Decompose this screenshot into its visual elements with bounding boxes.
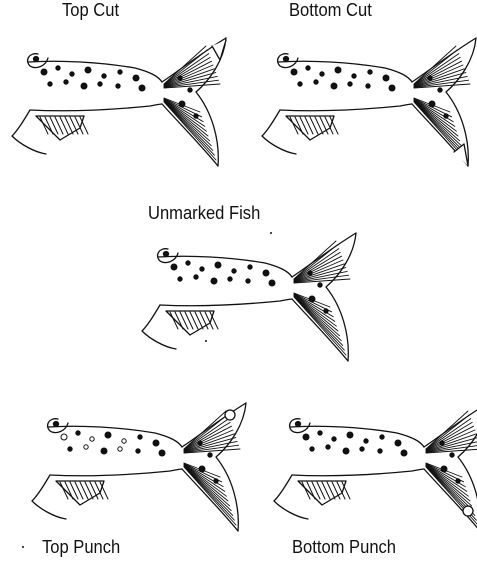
fish-body-belly <box>30 104 162 111</box>
fish-body-top <box>28 61 162 82</box>
fish-eye <box>164 252 169 257</box>
fish-body-top <box>158 256 292 277</box>
top-punch-hole <box>225 410 235 420</box>
fish-tail-lower-edge <box>292 299 348 361</box>
bottom-punch-hole <box>463 506 473 516</box>
fish-body-belly <box>292 469 424 476</box>
fish-bottom-cut <box>250 20 477 185</box>
fish-tail-lower-edge <box>182 469 238 531</box>
label-bottom-cut: Bottom Cut <box>289 0 372 20</box>
fish-bottom-punch <box>262 385 477 550</box>
fish-eye <box>34 57 39 62</box>
fish-top-punch <box>20 385 250 550</box>
fish-eye <box>54 422 59 427</box>
bottom-cut-notch <box>454 144 468 166</box>
fish-body-belly <box>280 104 412 111</box>
fish-unmarked <box>130 215 360 380</box>
label-top-cut: Top Cut <box>62 0 119 20</box>
fish-tail-fork <box>326 233 356 361</box>
fish-tail-lower-edge <box>162 104 218 166</box>
fish-eye <box>296 422 301 427</box>
fish-body-top <box>290 426 424 447</box>
fish-body-top <box>48 426 182 447</box>
fish-body-top <box>278 61 412 82</box>
fish-eye <box>284 57 289 62</box>
fish-body-belly <box>160 299 292 306</box>
fish-top-cut <box>0 20 230 185</box>
scan-speck <box>205 340 207 342</box>
scan-speck <box>270 232 272 234</box>
fish-tail-fork <box>216 403 246 531</box>
fish-body-belly <box>50 469 182 476</box>
scan-speck <box>22 546 24 548</box>
